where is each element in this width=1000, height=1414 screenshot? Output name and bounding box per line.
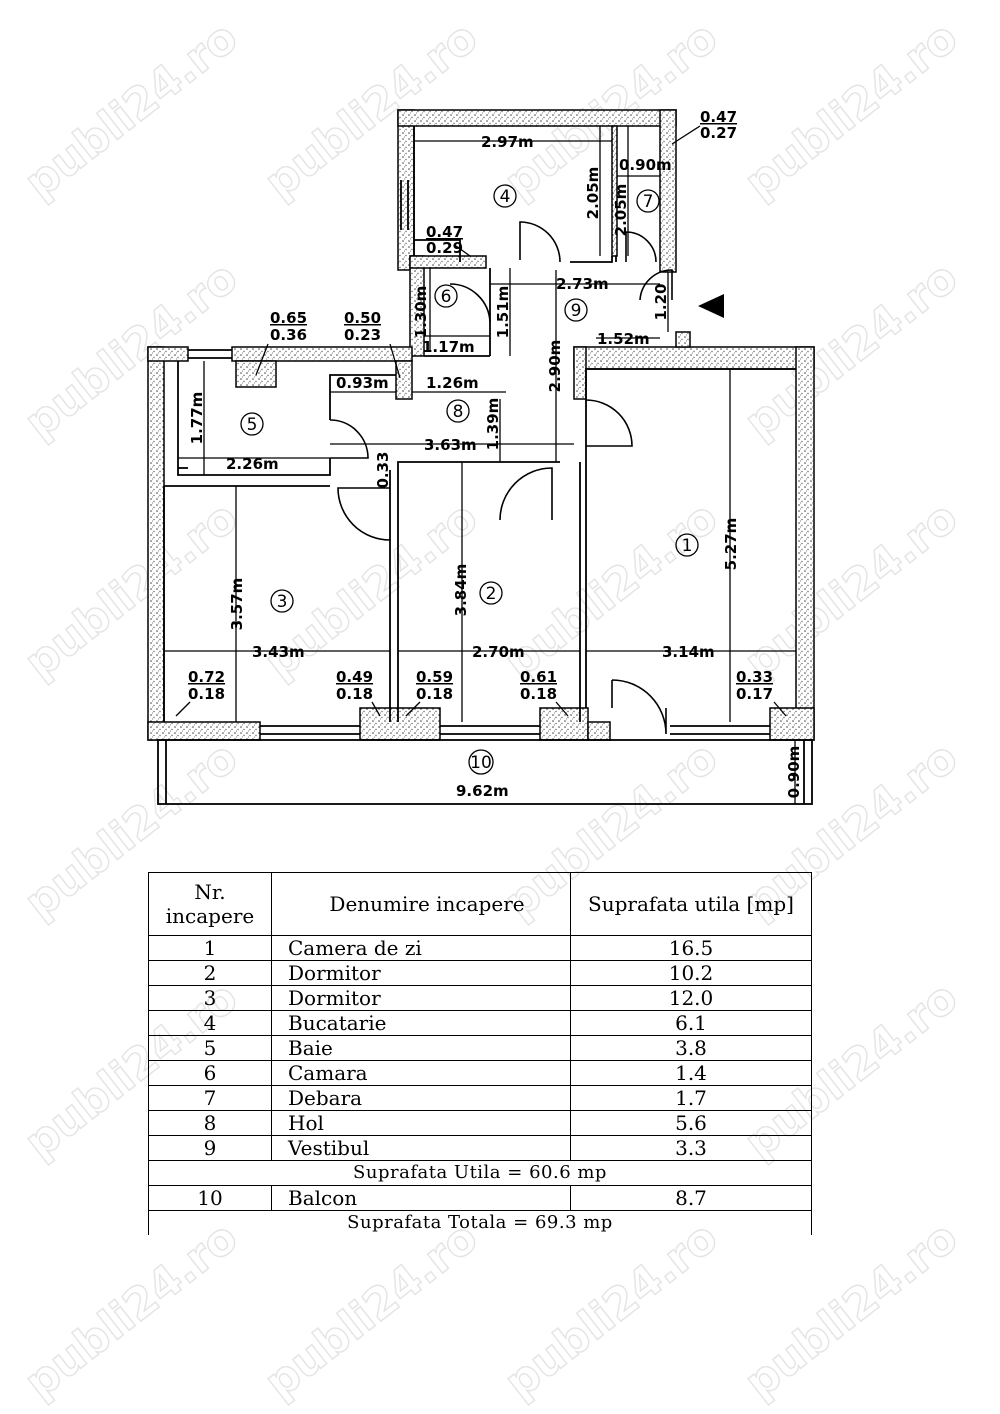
svg-text:3.57m: 3.57m: [228, 578, 246, 631]
room-label-5: 5: [240, 412, 264, 436]
svg-text:2.90m: 2.90m: [546, 340, 564, 393]
svg-text:0.93m: 0.93m: [336, 374, 389, 392]
svg-text:0.47: 0.47: [700, 108, 737, 126]
room-label-1: 1: [675, 533, 699, 557]
svg-text:0.50: 0.50: [344, 309, 381, 327]
svg-text:0.33: 0.33: [736, 668, 773, 686]
dimension-lines: [164, 125, 796, 804]
svg-text:2.05m: 2.05m: [612, 184, 630, 237]
svg-text:0.27: 0.27: [700, 124, 737, 142]
svg-text:5: 5: [247, 415, 258, 435]
svg-text:1: 1: [682, 536, 693, 556]
svg-text:1.17m: 1.17m: [422, 338, 475, 356]
room-label-4: 4: [493, 184, 517, 208]
svg-text:3.14m: 3.14m: [662, 643, 715, 661]
svg-text:2.73m: 2.73m: [556, 275, 609, 293]
svg-text:1.39m: 1.39m: [484, 398, 502, 451]
interior-walls: [157, 126, 813, 805]
useful-total-row: Suprafata Utila = 60.6 mp: [148, 1160, 812, 1186]
svg-text:1.26m: 1.26m: [426, 374, 479, 392]
svg-text:0.65: 0.65: [270, 309, 307, 327]
walls: [147, 109, 815, 741]
svg-text:0.47: 0.47: [426, 223, 463, 241]
header-nr: Nr.: [194, 880, 226, 904]
svg-text:0.61: 0.61: [520, 668, 557, 686]
room-numbers: 1 2 3 4 5 6 7 8 9 10: [240, 184, 699, 775]
svg-text:publi24.ro: publi24.ro: [15, 1212, 247, 1409]
svg-text:5.27m: 5.27m: [722, 518, 740, 571]
svg-text:2.70m: 2.70m: [472, 643, 525, 661]
room-label-2: 2: [479, 581, 503, 605]
svg-text:3.63m: 3.63m: [424, 436, 477, 454]
svg-text:publi24.ro: publi24.ro: [735, 492, 967, 689]
room-label-10: 10: [468, 749, 494, 775]
svg-text:1.77m: 1.77m: [188, 392, 206, 445]
svg-text:0.23: 0.23: [344, 326, 381, 344]
svg-text:0.90m: 0.90m: [785, 746, 803, 799]
svg-text:publi24.ro: publi24.ro: [15, 492, 247, 689]
svg-text:1.51m: 1.51m: [494, 286, 512, 339]
grand-total: Suprafata Totala = 69.3 mp: [148, 1210, 812, 1235]
svg-text:0.17: 0.17: [736, 685, 773, 703]
svg-text:2.05m: 2.05m: [584, 167, 602, 220]
svg-text:0.36: 0.36: [270, 326, 307, 344]
svg-text:1.30m: 1.30m: [412, 286, 430, 339]
svg-text:9.62m: 9.62m: [456, 782, 509, 800]
svg-text:publi24.ro: publi24.ro: [735, 1212, 967, 1409]
svg-text:3.43m: 3.43m: [252, 643, 305, 661]
table-header: Nr.incapere Denumire incapere Suprafata …: [148, 872, 812, 936]
room-label-7: 7: [636, 189, 660, 213]
room-label-9: 9: [564, 298, 588, 322]
svg-text:0.18: 0.18: [520, 685, 557, 703]
svg-text:0.29: 0.29: [426, 239, 463, 257]
svg-text:7: 7: [643, 192, 654, 212]
svg-text:0.59: 0.59: [416, 668, 453, 686]
svg-text:2.97m: 2.97m: [481, 133, 534, 151]
svg-text:publi24.ro: publi24.ro: [15, 12, 247, 209]
svg-text:3.84m: 3.84m: [452, 564, 470, 617]
svg-text:1.20: 1.20: [652, 283, 670, 320]
useful-total: Suprafata Utila = 60.6 mp: [148, 1160, 812, 1186]
svg-text:9: 9: [571, 301, 582, 321]
dimension-labels: 2.97m 2.05m 2.05m 0.90m 0.47 0.27 0.47 0…: [188, 108, 803, 800]
svg-text:publi24.ro: publi24.ro: [495, 1212, 727, 1409]
room-label-8: 8: [446, 399, 470, 423]
svg-text:0.18: 0.18: [336, 685, 373, 703]
svg-text:2.26m: 2.26m: [226, 455, 279, 473]
area-table: Nr.incapere Denumire incapere Suprafata …: [148, 872, 812, 1235]
room-label-3: 3: [270, 589, 294, 613]
svg-text:0.90m: 0.90m: [619, 156, 672, 174]
entrance-arrow-icon: [698, 294, 724, 318]
svg-text:3: 3: [277, 592, 288, 612]
header-nr-2: incapere: [165, 904, 255, 928]
header-area: Suprafata utila [mp]: [570, 872, 812, 936]
grand-total-row: Suprafata Totala = 69.3 mp: [148, 1210, 812, 1235]
svg-text:publi24.ro: publi24.ro: [735, 12, 967, 209]
svg-text:8: 8: [453, 402, 464, 422]
svg-text:0.72: 0.72: [188, 668, 225, 686]
svg-text:publi24.ro: publi24.ro: [255, 1212, 487, 1409]
svg-text:6: 6: [441, 287, 452, 307]
svg-text:0.33: 0.33: [374, 451, 392, 488]
svg-text:4: 4: [500, 187, 511, 207]
svg-text:0.18: 0.18: [188, 685, 225, 703]
room-label-6: 6: [434, 284, 458, 308]
svg-text:2: 2: [486, 584, 497, 604]
svg-text:10: 10: [470, 753, 492, 773]
svg-text:1.52m: 1.52m: [597, 330, 650, 348]
header-name: Denumire incapere: [271, 872, 571, 936]
svg-text:0.18: 0.18: [416, 685, 453, 703]
svg-text:0.49: 0.49: [336, 668, 373, 686]
